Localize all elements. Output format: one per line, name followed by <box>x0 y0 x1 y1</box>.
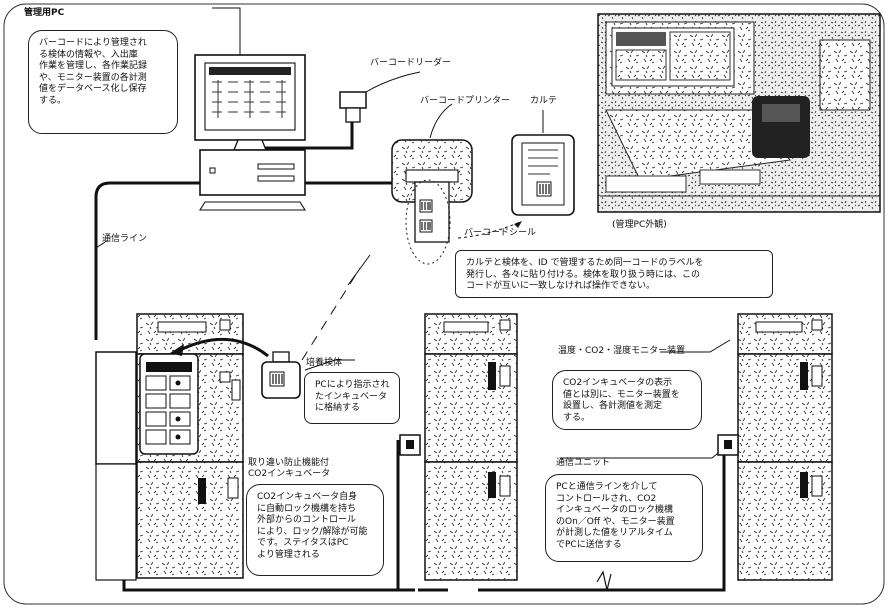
comm-unit-leader <box>560 450 722 458</box>
label-note-leader <box>348 255 370 285</box>
barcode-printer-label: バーコードプリンター <box>420 96 510 107</box>
incubator-middle <box>400 314 517 580</box>
photo-caption: (管理PC外観) <box>612 220 667 231</box>
barcode-label-label: バーコードシール <box>464 228 536 239</box>
incubator-note: CO2インキュベータ自身 に自動ロック機構を持ち 外部からのコントロール により… <box>246 484 384 576</box>
karte-card <box>512 135 574 215</box>
printer-leader <box>430 104 452 138</box>
barcode-printer <box>392 140 472 242</box>
barcode-reader <box>340 92 366 122</box>
arrowhead <box>514 221 522 228</box>
bottle-dashed-line <box>302 268 360 360</box>
comm-unit-label: 通信ユニット <box>556 458 610 469</box>
pc-leader <box>212 8 240 55</box>
pc-photo <box>598 14 880 212</box>
comm-unit-note: PCと通信ラインを介して コントロールされ、CO2 インキュベータのロック機構 … <box>545 474 703 562</box>
karte-label: カルテ <box>530 96 557 107</box>
reader-leader <box>366 72 420 92</box>
barcode-reader-label: バーコードリーダー <box>370 58 451 69</box>
pc-title-label: 管理用PC <box>24 8 64 19</box>
cable-break-mark <box>597 572 611 590</box>
comm-line-label: 通信ライン <box>102 234 147 245</box>
incubator-right <box>718 314 832 580</box>
pc-note: バーコードにより管理され る検体の情報や、入出庫 作業を管理し、各作業記録 や、… <box>28 30 178 134</box>
management-pc <box>195 55 305 210</box>
label-note: カルテと検体を、ID で管理するため同一コードのラベルを 発行し、各々に貼り付け… <box>455 250 773 298</box>
culture-bottle-label: 培養検体 <box>306 358 342 369</box>
monitor-note: CO2インキュベータの表示 値とは別に、モニター装置を 設置し、各計測値を測定 … <box>552 370 702 430</box>
incubator-left <box>96 314 243 580</box>
culture-note: PCにより指示され たインキュベータ に格納する <box>304 372 400 424</box>
incubator-title-label: 取り違い防止機能付 CO2インキュベータ <box>248 458 330 480</box>
culture-bottle <box>262 352 300 398</box>
monitor-title-label: 温度・CO2・湿度モニター装置 <box>558 346 685 357</box>
